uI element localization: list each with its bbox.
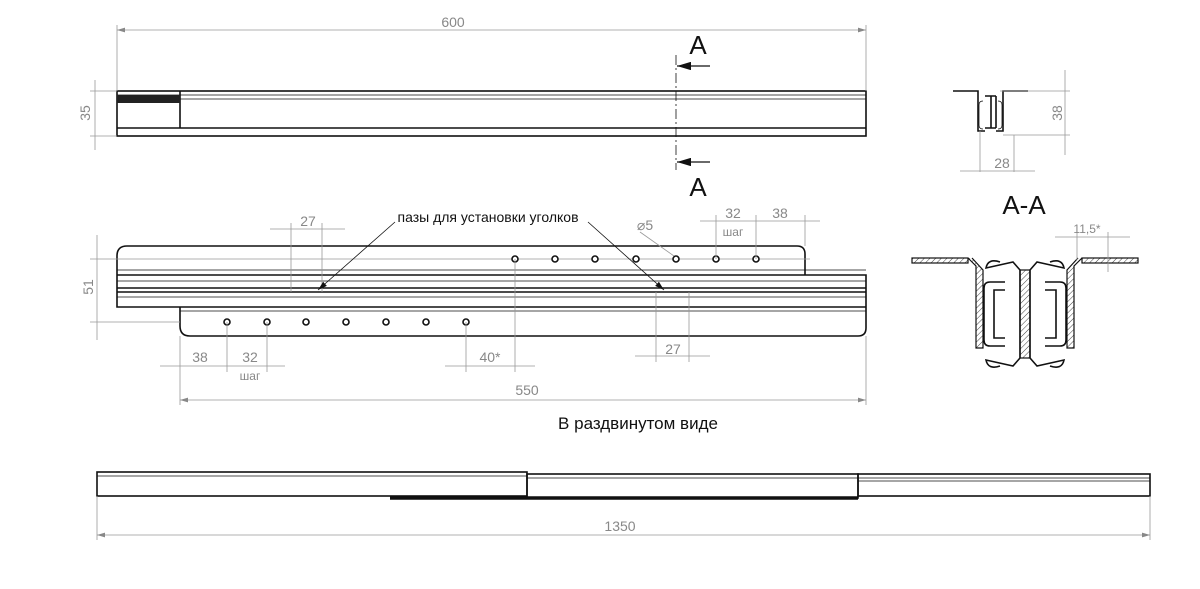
middle-view [90, 215, 867, 405]
extended-length-dim: 1350 [604, 518, 635, 534]
hole-gap-dim: 40* [479, 349, 501, 365]
edge-bottom-dim: 38 [192, 349, 208, 365]
slot-width-right-dim: 27 [665, 341, 681, 357]
hole-diameter-dim: ⌀5 [637, 217, 653, 233]
middle-length-dim: 550 [515, 382, 539, 398]
section-title: A-A [1002, 190, 1046, 220]
section-mark-bottom: A [689, 172, 707, 202]
pitch-top-dim: 32 [725, 205, 741, 221]
section-width-dim: 28 [994, 155, 1010, 171]
lower-holes [223, 318, 470, 326]
pitch-bottom-dim: 32 [242, 349, 258, 365]
section-height-dim: 38 [1049, 105, 1065, 121]
edge-top-dim: 38 [772, 205, 788, 221]
section-small [953, 70, 1070, 172]
extended-view [96, 471, 1151, 540]
slot-label: пазы для установки уголков [397, 209, 578, 225]
pitch-bottom-label: шаг [240, 369, 261, 383]
middle-height-dim: 51 [80, 279, 96, 295]
top-view [90, 25, 867, 170]
top-height-dim: 35 [77, 105, 93, 121]
pitch-top-label: шаг [723, 225, 744, 239]
section-offset-dim: 11,5* [1073, 222, 1100, 236]
top-length-dim: 600 [441, 14, 465, 30]
slot-width-left-dim: 27 [300, 213, 316, 229]
section-mark-top: A [689, 30, 707, 60]
section-large [911, 232, 1139, 368]
extended-view-title: В раздвинутом виде [558, 414, 718, 433]
